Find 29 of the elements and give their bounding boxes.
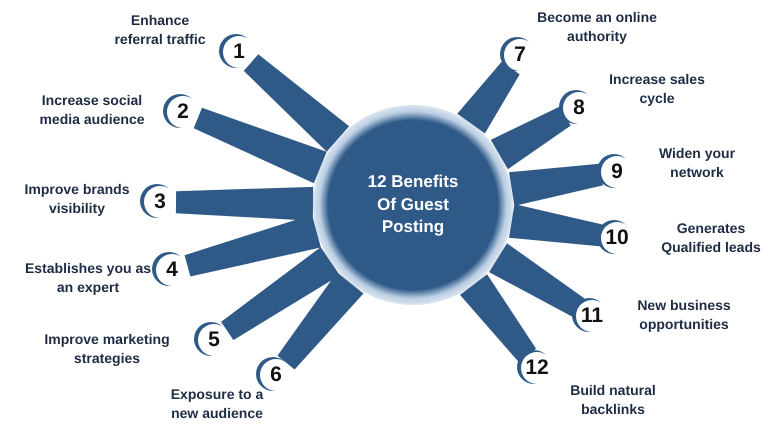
benefit-label: Increase sales cycle bbox=[608, 70, 706, 108]
number-badge: 5 bbox=[198, 324, 230, 356]
ray-band bbox=[277, 272, 364, 370]
ray-band bbox=[460, 274, 536, 362]
benefit-label: Establishes you as an expert bbox=[24, 259, 152, 297]
benefit-label: Increase social media audience bbox=[38, 91, 146, 129]
ray-band bbox=[490, 106, 571, 170]
ray-band bbox=[457, 62, 520, 134]
benefit-label: Build natural backlinks bbox=[569, 381, 657, 419]
benefit-label: Improve marketing strategies bbox=[43, 330, 171, 368]
ray-band bbox=[489, 243, 584, 317]
ray-band bbox=[194, 108, 327, 184]
hub-title: 12 Benefits Of Guest Posting bbox=[366, 170, 460, 238]
benefit-label: New business opportunities bbox=[636, 296, 732, 334]
ray-band bbox=[244, 54, 350, 152]
benefit-label: Enhance referral traffic bbox=[113, 11, 207, 49]
benefit-label: Become an online authority bbox=[536, 8, 658, 46]
number-badge: 3 bbox=[144, 186, 176, 218]
ray-band bbox=[176, 186, 314, 221]
number-badge: 2 bbox=[167, 96, 199, 128]
benefit-label: Generates Qualified leads bbox=[660, 219, 762, 257]
number-badge: 1 bbox=[223, 36, 255, 68]
ray-band bbox=[509, 164, 603, 206]
ray-band bbox=[221, 247, 340, 340]
benefit-label: Improve brands visibility bbox=[23, 180, 131, 218]
ray-band bbox=[509, 204, 603, 246]
benefit-label: Widen your network bbox=[658, 144, 736, 182]
number-badge: 4 bbox=[156, 254, 188, 286]
ray-band bbox=[184, 214, 321, 276]
